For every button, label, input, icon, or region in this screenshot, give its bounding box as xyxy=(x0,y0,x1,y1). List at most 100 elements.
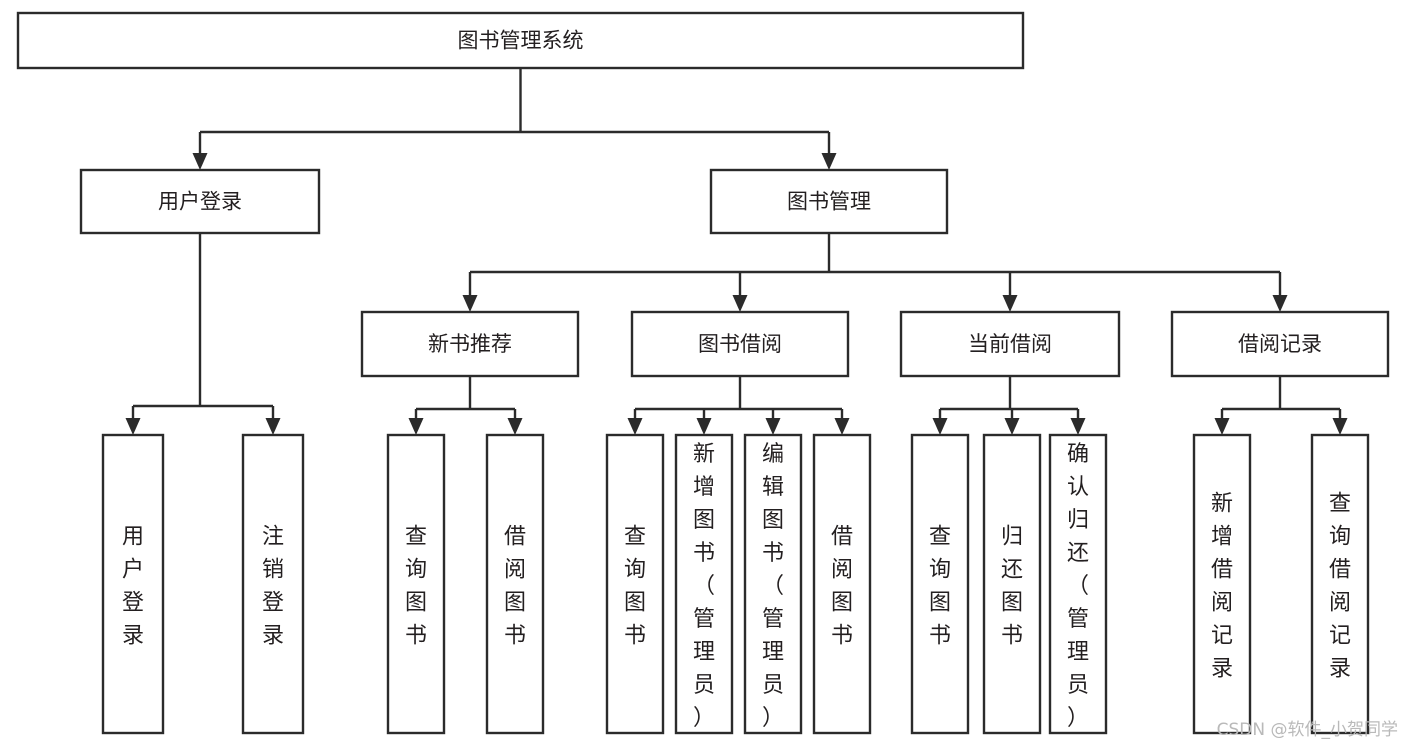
node-label-char: 增 xyxy=(693,475,715,500)
node-box-leaf-query-books-bor xyxy=(605,433,665,735)
node-label-char: 查 xyxy=(1329,492,1351,517)
node-label-char: 新 xyxy=(693,442,715,467)
arrow-head xyxy=(834,418,850,435)
node-label-char: 图 xyxy=(1001,591,1023,616)
node-label-root: 图书管理系统 xyxy=(458,29,584,53)
node-label-char: 书 xyxy=(831,624,853,649)
node-label-char: 录 xyxy=(262,624,284,649)
node-label-user-login: 用户登录 xyxy=(158,190,242,214)
node-label-char: 用 xyxy=(122,525,144,550)
node-label-char: 户 xyxy=(122,558,144,583)
node-label-char: 书 xyxy=(762,541,784,566)
node-label-char: 书 xyxy=(504,624,526,649)
node-label-char: 登 xyxy=(122,591,144,616)
node-label-char: 记 xyxy=(1211,624,1233,649)
arrow-head xyxy=(1002,295,1018,312)
arrow-head xyxy=(732,295,748,312)
node-root[interactable]: 图书管理系统 xyxy=(16,11,1025,70)
node-box-leaf-borrow-books-bor xyxy=(812,433,872,735)
arrow-head xyxy=(765,418,781,435)
node-label-char: 理 xyxy=(762,640,784,665)
node-label-char: 阅 xyxy=(1211,591,1233,616)
node-label-char: 增 xyxy=(1211,525,1233,550)
node-label-char: 辑 xyxy=(762,475,784,500)
node-label-char: 借 xyxy=(1329,558,1351,583)
arrow-head xyxy=(462,295,478,312)
node-label-char: 记 xyxy=(1329,624,1351,649)
node-label-char: 认 xyxy=(1067,475,1089,500)
node-borrow-record[interactable]: 借阅记录 xyxy=(1170,310,1390,378)
node-label-char: 管 xyxy=(1067,607,1089,632)
node-label-char: 询 xyxy=(1329,525,1351,550)
node-label-char: 归 xyxy=(1001,525,1023,550)
node-book-borrow[interactable]: 图书借阅 xyxy=(630,310,850,378)
node-label-char: 录 xyxy=(122,624,144,649)
node-label-char: 确 xyxy=(1067,442,1089,467)
node-leaf-user-login[interactable]: 用户登录 xyxy=(101,433,165,735)
node-label-char: 编 xyxy=(762,442,784,467)
node-label-char: 书 xyxy=(624,624,646,649)
node-label-char: 理 xyxy=(1067,640,1089,665)
node-label-char: 阅 xyxy=(831,558,853,583)
arrow-head xyxy=(1004,418,1020,435)
node-label-char: ） xyxy=(762,706,784,731)
node-box-new-book-recommend xyxy=(360,310,580,378)
node-label-char: 销 xyxy=(262,558,284,583)
node-box-leaf-user-login xyxy=(101,433,165,735)
node-label-char: ） xyxy=(1067,706,1089,731)
node-label-char: 书 xyxy=(693,541,715,566)
node-label-char: 员 xyxy=(762,673,784,698)
node-box-leaf-query-books-cur xyxy=(910,433,970,735)
node-label-char: 员 xyxy=(1067,673,1089,698)
node-label-char: 新 xyxy=(1211,492,1233,517)
node-label-char: 借 xyxy=(504,525,526,550)
node-box-leaf-borrow-books-rec xyxy=(485,433,545,735)
arrow-head xyxy=(821,153,837,170)
node-label-char: 查 xyxy=(624,525,646,550)
node-label-char: 图 xyxy=(693,508,715,533)
node-box-borrow-record xyxy=(1170,310,1390,378)
node-book-management[interactable]: 图书管理 xyxy=(709,168,949,235)
node-label-char: 询 xyxy=(624,558,646,583)
arrow-head xyxy=(932,418,948,435)
node-box-user-login xyxy=(79,168,321,235)
node-label-char: 阅 xyxy=(504,558,526,583)
node-label-char: 书 xyxy=(1001,624,1023,649)
node-current-borrow[interactable]: 当前借阅 xyxy=(899,310,1121,378)
node-label-char: 注 xyxy=(262,525,284,550)
node-label-char: 图 xyxy=(831,591,853,616)
node-label-current-borrow: 当前借阅 xyxy=(968,332,1052,356)
node-label-book-borrow: 图书借阅 xyxy=(698,332,782,356)
node-label-char: （ xyxy=(1067,574,1089,599)
node-user-login[interactable]: 用户登录 xyxy=(79,168,321,235)
node-box-root xyxy=(16,11,1025,70)
node-label-char: 询 xyxy=(405,558,427,583)
node-label-char: 管 xyxy=(762,607,784,632)
node-label-char: 理 xyxy=(693,640,715,665)
watermark-label: CSDN @软件_小贺同学 xyxy=(1217,720,1398,740)
node-label-char: 借 xyxy=(1211,558,1233,583)
node-label-char: （ xyxy=(762,574,784,599)
node-label-char: 查 xyxy=(405,525,427,550)
node-box-leaf-logout xyxy=(241,433,305,735)
node-label-char: 图 xyxy=(929,591,951,616)
arrow-head xyxy=(1272,295,1288,312)
node-label-char: 借 xyxy=(831,525,853,550)
node-label-borrow-record: 借阅记录 xyxy=(1238,332,1322,356)
node-label-char: 书 xyxy=(405,624,427,649)
node-new-book-recommend[interactable]: 新书推荐 xyxy=(360,310,580,378)
